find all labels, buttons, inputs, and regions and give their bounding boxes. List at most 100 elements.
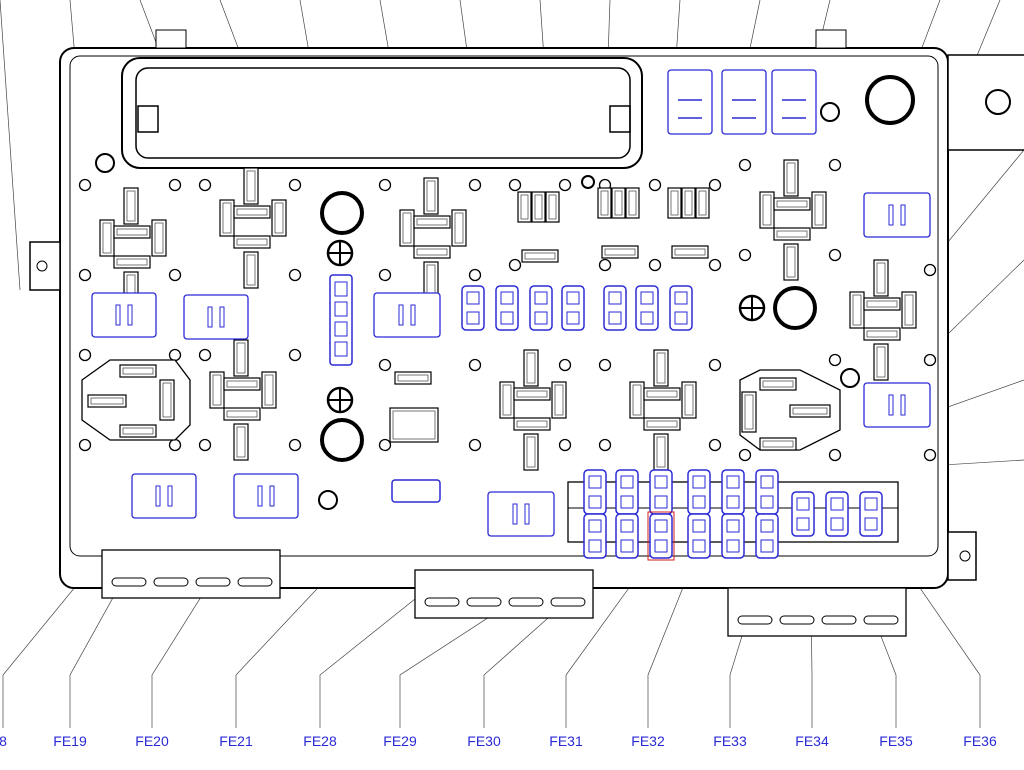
clip-slot (863, 615, 899, 625)
terminal-inner (646, 420, 678, 428)
mount-hole (378, 268, 392, 282)
relay-terminal (671, 245, 709, 259)
mount-hole (378, 178, 392, 192)
socket-blade (888, 204, 894, 226)
fuse-element (608, 291, 622, 305)
fuse-element (654, 539, 668, 553)
relay-terminal (394, 371, 432, 385)
blade-fuse (721, 469, 745, 515)
mount-hole (288, 268, 302, 282)
fuse-element (620, 495, 634, 509)
terminal-inner (628, 190, 637, 216)
relay-terminal (545, 191, 560, 223)
terminal-inner (526, 352, 536, 384)
fuse-element (796, 517, 810, 531)
fuse-element (864, 517, 878, 531)
relay-terminal (653, 349, 669, 387)
terminal-inner (520, 194, 529, 220)
terminal-inner (646, 390, 678, 398)
clip-slot (737, 615, 773, 625)
relay-terminal (243, 251, 259, 289)
terminal-inner (226, 410, 258, 418)
blade-fuse (687, 513, 711, 559)
socket-blade (155, 485, 161, 507)
cartridge-fuse (329, 274, 353, 366)
fuse-element (466, 291, 480, 305)
terminal-inner (236, 426, 246, 458)
terminal-inner (236, 342, 246, 374)
mount-hole (598, 358, 612, 372)
fuse-element (608, 311, 622, 325)
terminal-inner (274, 202, 284, 234)
bottom-clip (101, 549, 281, 599)
terminal-inner (246, 170, 256, 202)
terminal-inner (600, 190, 609, 216)
relay-terminal (123, 187, 139, 225)
fuse-element (726, 519, 740, 533)
bottom-clip (414, 569, 594, 619)
socket-blade (512, 503, 518, 525)
fuse-socket (487, 491, 555, 537)
mount-hole (198, 348, 212, 362)
terminal-inner (526, 436, 536, 468)
mount-hole (288, 348, 302, 362)
callout-label: FE30 (467, 733, 501, 749)
clip-slot (237, 577, 273, 587)
mount-hole (198, 178, 212, 192)
handle (121, 57, 643, 169)
terminal-inner (684, 190, 693, 216)
mount-hole (598, 438, 612, 452)
clip-slot (508, 597, 544, 607)
relay-terminal (773, 197, 811, 211)
clip-slot (550, 597, 586, 607)
terminal-inner (866, 300, 898, 308)
terminal-inner (222, 202, 232, 234)
terminal-inner (744, 394, 754, 430)
mount-hole (288, 178, 302, 192)
relay-terminal (119, 364, 157, 378)
socket-blade (115, 304, 121, 326)
screw-icon (865, 75, 915, 125)
socket-blade (398, 304, 404, 326)
relay-terminal (223, 407, 261, 421)
fuse-element (500, 291, 514, 305)
relay-terminal (873, 259, 889, 297)
socket-blade (167, 485, 173, 507)
leader-line (0, 0, 21, 291)
fuse-element (334, 321, 348, 337)
clip-slot (779, 615, 815, 625)
blade-fuse (615, 513, 639, 559)
callout-label: FE36 (963, 733, 997, 749)
relay-terminal (741, 391, 757, 433)
relay-terminal (849, 291, 865, 329)
fuse-element (692, 539, 706, 553)
fuse-element (620, 519, 634, 533)
relay-terminal (643, 417, 681, 431)
mount-hole (985, 89, 1011, 115)
mount-hole (828, 353, 842, 367)
mount-hole (923, 353, 937, 367)
terminal-inner (416, 218, 448, 226)
fuse-element (334, 301, 348, 317)
terminal-inner (698, 190, 707, 216)
callout-label: FE34 (795, 733, 829, 749)
terminal-inner (876, 346, 886, 378)
relay-terminal (413, 215, 451, 229)
fuse-element (620, 539, 634, 553)
fuse-element (334, 281, 348, 297)
mount-hole (288, 438, 302, 452)
fuse-element (692, 495, 706, 509)
fuse-element (620, 475, 634, 489)
relay-terminal (783, 243, 799, 281)
clip-slot (153, 577, 189, 587)
fuse-socket (91, 292, 157, 338)
mount-hole (168, 178, 182, 192)
relay-terminal (759, 377, 797, 391)
clip-slot (111, 577, 147, 587)
terminal-inner (762, 380, 794, 388)
relay-terminal (863, 327, 901, 341)
terminal-inner (534, 194, 543, 220)
fuse-element (760, 475, 774, 489)
mount-hole (468, 268, 482, 282)
